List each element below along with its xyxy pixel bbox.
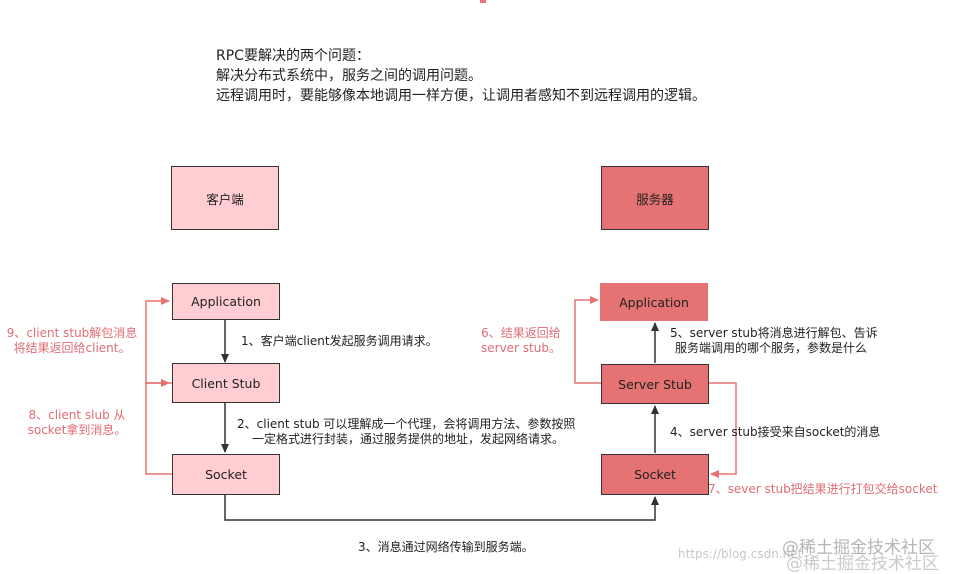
intro-line-1: 解决分布式系统中，服务之间的调用问题。 bbox=[216, 68, 482, 84]
intro-text: RPC要解决的两个问题： 解决分布式系统中，服务之间的调用问题。 远程调用时，要… bbox=[216, 46, 706, 106]
step-9-line-1: 9、client stub解包消息 bbox=[6, 326, 138, 340]
server-stub-box: Server Stub bbox=[601, 364, 709, 404]
server-header-label: 服务器 bbox=[636, 191, 674, 207]
watermark-url: https://blog.csdn.net bbox=[678, 547, 803, 561]
watermark-brand: @稀土掘金技术社区 bbox=[782, 538, 935, 558]
step-9-label: 9、client stub解包消息 将结果返回给client。 bbox=[6, 326, 138, 356]
step-1-label: 1、客户端client发起服务调用请求。 bbox=[241, 334, 438, 348]
step-2-label-line-1: 2、client stub 可以理解成一个代理，会将调用方法、参数按照 bbox=[237, 417, 576, 431]
loop-7 bbox=[708, 382, 737, 478]
client-header-label: 客户端 bbox=[206, 191, 244, 207]
server-socket-label: Socket bbox=[634, 467, 676, 482]
server-stub-label: Server Stub bbox=[618, 376, 692, 392]
step-6-line-1: 6、结果返回给 bbox=[481, 326, 561, 340]
step-3-label: 3、消息通过网络传输到服务端。 bbox=[358, 540, 534, 554]
step-5-label-line-1: 5、server stub将消息进行解包、告诉 bbox=[670, 326, 878, 340]
step-7-label: 7、sever stub把结果进行打包交给socket bbox=[708, 482, 938, 496]
step-6-label: 6、结果返回给 server stub。 bbox=[476, 326, 566, 356]
step-8-label: 8、client slub 从 socket拿到消息。 bbox=[22, 408, 132, 438]
step-5-label-line-2: 服务端调用的哪个服务，参数是什么 bbox=[675, 341, 868, 355]
watermark-brand-shadow: @稀土掘金技术社区 bbox=[786, 554, 939, 574]
client-stub-label: Client Stub bbox=[191, 375, 261, 391]
server-header-box: 服务器 bbox=[601, 166, 709, 230]
client-socket-box: Socket bbox=[172, 454, 280, 495]
client-header-box: 客户端 bbox=[171, 166, 279, 230]
loop-6 bbox=[574, 296, 601, 384]
server-application-label: Application bbox=[619, 294, 689, 310]
top-marker bbox=[480, 0, 486, 3]
step-6-line-2: server stub。 bbox=[481, 341, 561, 355]
step-8-line-1: 8、client slub 从 bbox=[28, 408, 126, 422]
loop-9 bbox=[145, 297, 172, 384]
intro-title: RPC要解决的两个问题： bbox=[216, 48, 370, 64]
step-8-line-2: socket拿到消息。 bbox=[27, 423, 127, 437]
arrow-network bbox=[224, 495, 659, 521]
intro-line-2: 远程调用时，要能够像本地调用一样方便，让调用者感知不到远程调用的逻辑。 bbox=[216, 88, 706, 104]
client-socket-label: Socket bbox=[205, 467, 247, 482]
step-4-label: 4、server stub接受来自socket的消息 bbox=[670, 425, 881, 439]
client-application-box: Application bbox=[172, 283, 280, 320]
loop-8 bbox=[145, 379, 172, 475]
step-9-line-2: 将结果返回给client。 bbox=[13, 341, 131, 355]
client-stub-box: Client Stub bbox=[172, 363, 280, 403]
client-application-label: Application bbox=[191, 294, 261, 309]
server-application-box: Application bbox=[600, 283, 708, 321]
step-2-label-line-2: 一定格式进行封装，通过服务提供的地址，发起网络请求。 bbox=[252, 432, 565, 446]
server-socket-box: Socket bbox=[601, 454, 709, 495]
